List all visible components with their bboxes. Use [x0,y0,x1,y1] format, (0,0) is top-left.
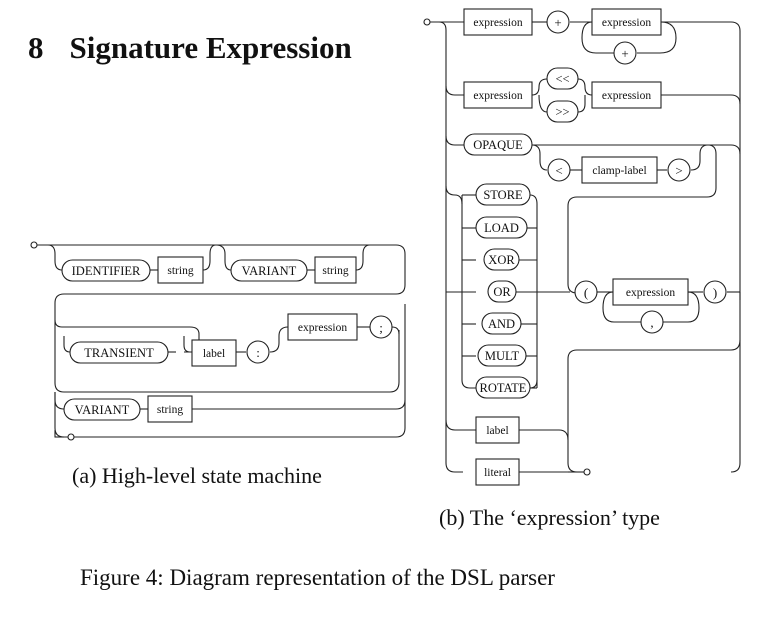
terminal-semicolon-label: ; [379,320,383,335]
terminal-colon-label: : [256,345,260,360]
terminal-shift-right-label: >> [555,105,569,119]
terminal-variant-label: VARIANT [75,403,130,417]
nonterminal-string-label: string [322,265,348,277]
terminal-load [475,216,528,239]
nonterminal-expression [591,8,662,36]
nonterminal-string [314,256,357,284]
end-marker [583,468,591,476]
nonterminal-label-label: label [203,348,225,360]
terminal-identifier [61,259,151,282]
nonterminal-expression-label: expression [473,17,522,29]
nonterminal-string-label: string [157,404,183,416]
section-number: 8 [28,30,44,65]
terminal-shift-left-label: << [555,72,569,86]
terminal-close-paren [703,280,727,304]
terminal-close-paren-label: ) [713,285,717,300]
terminal-open-paren [574,280,598,304]
terminal-plus [613,41,637,65]
end-marker [67,433,75,441]
terminal-comma-label: , [650,315,653,330]
terminal-variant-label: VARIANT [242,264,297,278]
figure-caption: Figure 4: Diagram representation of the … [80,565,555,590]
terminal-semicolon [369,315,393,339]
nonterminal-clamp-label-label: clamp-label [592,165,646,177]
terminal-rotate-label: ROTATE [480,381,527,395]
nonterminal-expression [463,81,533,109]
terminal-load-label: LOAD [484,221,519,235]
nonterminal-string [157,256,204,284]
terminal-mult-label: MULT [485,349,520,363]
terminal-greater-than-label: > [675,163,682,178]
nonterminal-expression-label: expression [298,322,347,334]
terminal-xor-label: XOR [488,253,515,267]
terminal-colon [246,340,270,364]
diagram-b: expression + expression + expression << … [423,8,741,486]
terminal-store-label: STORE [483,188,523,202]
nonterminal-label [475,416,520,444]
nonterminal-expression [287,313,358,341]
terminal-plus-label: + [554,15,561,30]
nonterminal-string [147,395,193,423]
terminal-store [475,183,531,206]
terminal-and-label: AND [488,317,515,331]
terminal-shift-right [546,100,579,123]
terminal-comma [640,310,664,334]
terminal-identifier-label: IDENTIFIER [72,264,141,278]
terminal-less-than-label: < [555,163,562,178]
nonterminal-clamp-label [581,156,658,184]
section-heading: 8 Signature Expression [28,30,352,66]
terminal-opaque-label: OPAQUE [473,138,523,152]
nonterminal-expression-label: expression [602,17,651,29]
terminal-and [481,312,522,335]
terminal-plus-label: + [621,46,628,61]
terminal-rotate [475,376,531,399]
terminal-mult [477,344,527,367]
terminal-transient [69,341,169,364]
terminal-shift-left [546,67,579,90]
nonterminal-label [191,339,237,367]
start-marker [30,241,38,249]
terminal-xor [483,248,520,271]
terminal-greater-than [667,158,691,182]
terminal-open-paren-label: ( [584,285,588,300]
nonterminal-expression [612,278,689,306]
nonterminal-label-label: label [486,425,508,437]
terminal-plus [546,10,570,34]
nonterminal-literal [475,458,520,486]
nonterminal-literal-label: literal [484,467,511,479]
subcaption-a: (a) High-level state machine [72,463,322,488]
start-marker [423,18,431,26]
terminal-transient-label: TRANSIENT [84,346,154,360]
nonterminal-expression-label: expression [626,287,675,299]
terminal-variant [230,259,308,282]
nonterminal-string-label: string [167,265,193,277]
terminal-opaque [463,133,533,156]
nonterminal-expression [463,8,533,36]
section-title: Signature Expression [69,30,352,65]
terminal-less-than [547,158,571,182]
nonterminal-expression [591,81,662,109]
terminal-variant [63,398,141,421]
nonterminal-expression-label: expression [602,90,651,102]
diagram-a: IDENTIFIER string VARIANT string TRANSIE… [30,241,406,441]
terminal-or [487,280,517,303]
nonterminal-expression-label: expression [473,90,522,102]
subcaption-b: (b) The ‘expression’ type [439,505,660,530]
terminal-or-label: OR [493,285,511,299]
